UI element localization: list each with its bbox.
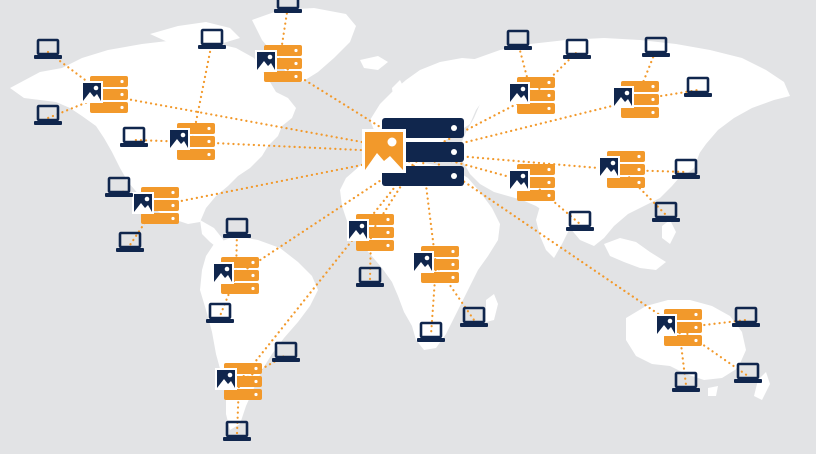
laptop-icon (732, 362, 764, 385)
laptop-icon (32, 104, 64, 127)
link-origin-to-australia (420, 151, 681, 330)
laptop-icon (32, 38, 64, 61)
laptop-icon (103, 176, 135, 199)
laptop-icon (114, 231, 146, 254)
link-origin-to-south-america-north (234, 151, 424, 278)
continent-iceland (360, 56, 388, 70)
laptop-icon (354, 266, 386, 289)
link-canada-to-client (190, 40, 214, 144)
laptop-icon (272, 0, 304, 15)
laptop-icon (670, 371, 702, 394)
continent-arctic-islands (150, 22, 240, 44)
image-icon (362, 129, 406, 173)
link-russia-west-to-client (530, 50, 579, 98)
laptop-icon (270, 341, 302, 364)
link-origin-to-middle-east (420, 151, 534, 185)
edge-server-south-america-south (215, 363, 262, 400)
continent-tasmania (708, 386, 718, 396)
link-origin-to-central-africa (420, 151, 438, 267)
laptop-icon (221, 217, 253, 240)
link-alaska-to-client (46, 50, 107, 97)
link-south-america-north-to-client (218, 274, 238, 318)
continent-madagascar (486, 294, 498, 322)
edge-server-usa (132, 187, 179, 224)
continent-india (536, 204, 574, 258)
link-origin-to-china (420, 151, 624, 172)
origin-server (362, 118, 464, 186)
laptop-icon (730, 306, 762, 329)
continent-uk (392, 80, 406, 104)
link-central-africa-to-client (429, 263, 438, 337)
laptop-icon (650, 201, 682, 224)
laptop-icon (502, 29, 534, 52)
link-russia-east-to-client (634, 48, 658, 102)
continent-asia (460, 38, 790, 246)
continent-new-zealand (754, 372, 770, 400)
continent-greenland (252, 8, 356, 82)
link-middle-east-to-client (530, 181, 582, 226)
edge-server-west-africa (347, 214, 394, 251)
laptop-icon (458, 306, 490, 329)
link-south-america-south-to-client (235, 380, 241, 436)
continent-japan (678, 140, 700, 176)
link-origin-to-south-america-south (237, 151, 424, 384)
continent-southeast-asia (604, 238, 666, 270)
continent-philippines (662, 220, 676, 244)
